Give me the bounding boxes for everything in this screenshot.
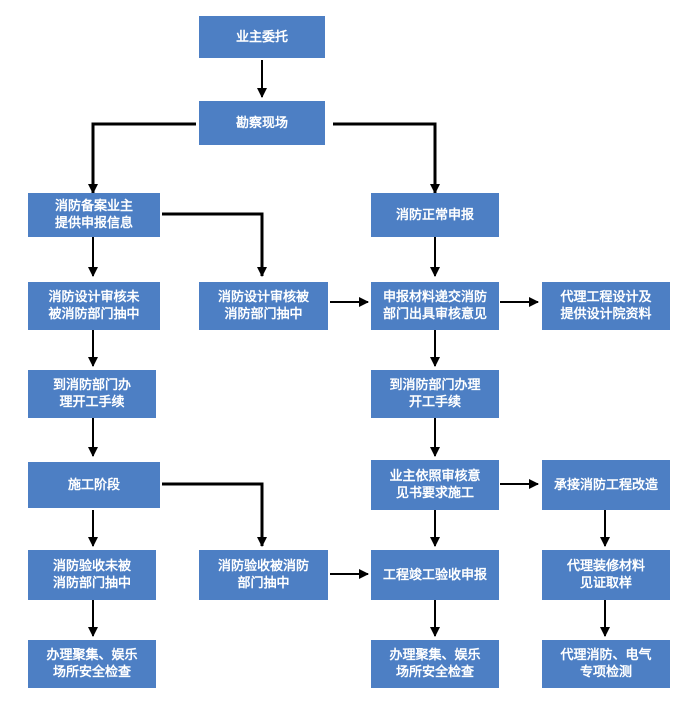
node-construction-permit-right-line1: 到消防部门办理	[389, 378, 481, 393]
node-design-sampled-line1: 消防设计审核被	[217, 290, 309, 305]
node-safety-check-left-line2: 场所安全检查	[52, 665, 131, 680]
node-safety-check-left-line1: 办理聚集、娱乐	[46, 648, 138, 663]
arrow-survey-to-filing	[88, 122, 196, 194]
node-safety-check-left: 办理聚集、娱乐 场所安全检查	[28, 640, 156, 688]
node-special-testing-line1: 代理消防、电气	[560, 648, 652, 663]
arrow-filing-to-design-sampled	[162, 212, 267, 277]
node-acceptance-not-sampled-line2: 消防部门抽中	[52, 576, 131, 591]
node-agent-design-line1: 代理工程设计及	[560, 290, 652, 305]
node-design-not-sampled-line1: 消防设计审核未	[48, 290, 140, 305]
node-site-survey: 勘察现场	[199, 101, 325, 145]
node-construction-stage: 施工阶段	[28, 462, 160, 508]
node-acceptance-sampled: 消防验收被消防 部门抽中	[199, 550, 328, 600]
node-acceptance-sampled-line1: 消防验收被消防	[217, 559, 309, 574]
node-fire-renovation: 承接消防工程改造	[542, 460, 670, 510]
node-normal-report: 消防正常申报	[371, 193, 499, 237]
node-filing-owner-info-line1: 消防备案业主	[54, 199, 133, 214]
node-acceptance-not-sampled: 消防验收未被 消防部门抽中	[28, 550, 156, 600]
arrow-stage-to-acceptance-sampled	[162, 482, 267, 547]
node-safety-check-right-line2: 场所安全检查	[395, 665, 474, 680]
node-owner-construct-line2: 见书要求施工	[395, 486, 474, 501]
node-material-sampling: 代理装修材料 见证取样	[542, 550, 670, 600]
node-safety-check-right-line1: 办理聚集、娱乐	[389, 648, 481, 663]
node-completion-report-label: 工程竣工验收申报	[382, 567, 487, 583]
node-owner-commission: 业主委托	[199, 16, 325, 58]
node-design-not-sampled-line2: 被消防部门抽中	[48, 307, 140, 322]
node-site-survey-label: 勘察现场	[235, 115, 288, 131]
node-filing-owner-info-line2: 提供申报信息	[54, 216, 133, 231]
node-construction-permit-left-line1: 到消防部门办	[52, 378, 131, 393]
node-material-sampling-line2: 见证取样	[579, 576, 632, 591]
node-acceptance-sampled-line2: 部门抽中	[237, 576, 290, 591]
node-construction-permit-right: 到消防部门办理 开工手续	[371, 370, 499, 418]
node-submit-materials-line1: 申报材料递交消防	[382, 290, 487, 305]
node-special-testing: 代理消防、电气 专项检测	[542, 640, 670, 688]
node-submit-materials-line2: 部门出具审核意见	[382, 307, 487, 322]
node-construction-permit-left-line2: 理开工手续	[59, 395, 125, 410]
node-special-testing-line2: 专项检测	[579, 665, 632, 680]
node-design-sampled-line2: 消防部门抽中	[224, 307, 303, 322]
node-agent-design: 代理工程设计及 提供设计院资料	[542, 282, 670, 330]
node-design-not-sampled: 消防设计审核未 被消防部门抽中	[28, 282, 160, 330]
node-safety-check-right: 办理聚集、娱乐 场所安全检查	[371, 640, 499, 688]
arrow-survey-to-normal	[333, 122, 440, 194]
node-construction-stage-label: 施工阶段	[67, 477, 120, 493]
node-completion-report: 工程竣工验收申报	[371, 550, 499, 600]
node-owner-commission-label: 业主委托	[235, 29, 288, 45]
node-construction-permit-left: 到消防部门办 理开工手续	[28, 370, 156, 418]
node-fire-renovation-label: 承接消防工程改造	[553, 477, 658, 493]
node-material-sampling-line1: 代理装修材料	[566, 559, 645, 574]
node-submit-materials: 申报材料递交消防 部门出具审核意见	[371, 282, 499, 330]
node-normal-report-label: 消防正常申报	[395, 207, 474, 223]
node-filing-owner-info: 消防备案业主 提供申报信息	[28, 193, 160, 237]
node-design-sampled: 消防设计审核被 消防部门抽中	[199, 282, 328, 330]
node-owner-construct: 业主依照审核意 见书要求施工	[371, 460, 499, 510]
node-acceptance-not-sampled-line1: 消防验收未被	[52, 559, 131, 574]
node-owner-construct-line1: 业主依照审核意	[389, 469, 481, 484]
node-agent-design-line2: 提供设计院资料	[560, 307, 652, 322]
node-construction-permit-right-line2: 开工手续	[408, 395, 461, 410]
